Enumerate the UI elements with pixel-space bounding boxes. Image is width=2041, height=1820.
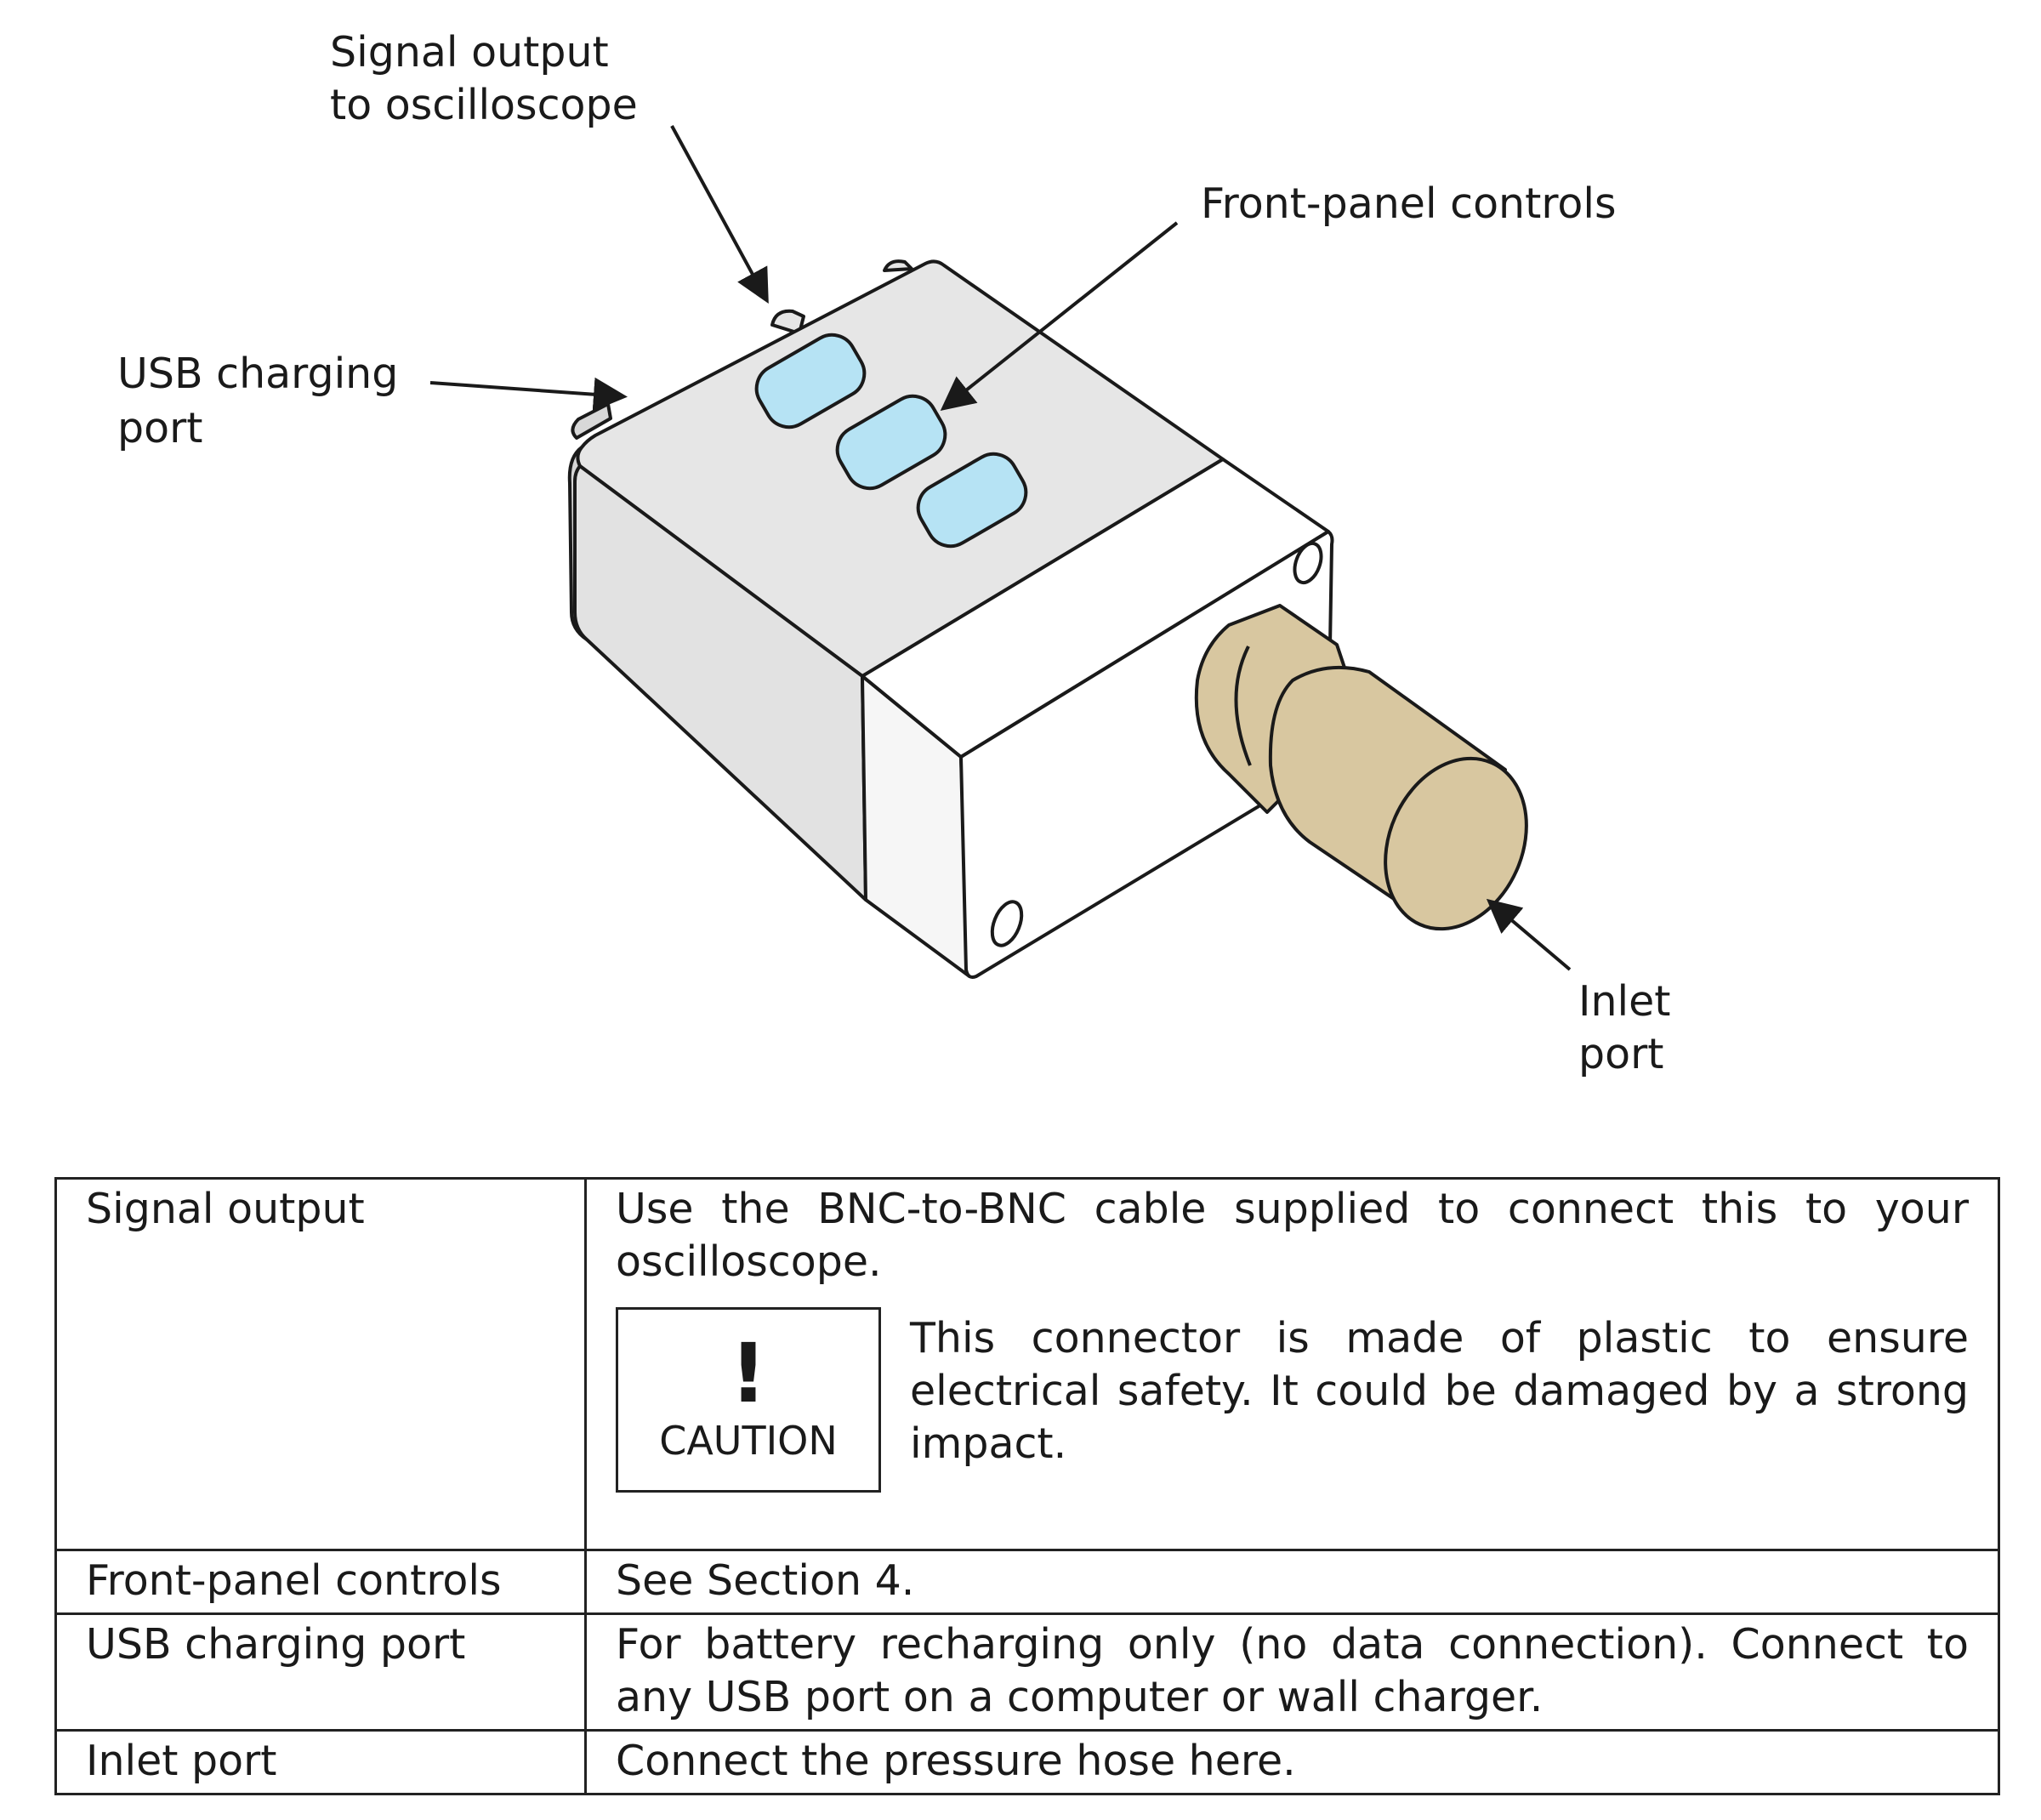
front-panel-button-1[interactable] xyxy=(748,327,873,436)
left-side-face xyxy=(573,464,867,901)
front-panel-button-3[interactable] xyxy=(909,446,1034,555)
component-name: Inlet port xyxy=(54,1729,587,1795)
rear-knob xyxy=(883,259,913,272)
component-name: USB charging port xyxy=(54,1612,587,1732)
screw-hole-lower xyxy=(990,900,1024,947)
table-row: Signal output Use the BNC-to-BNC cable s… xyxy=(54,1177,2000,1551)
device-body xyxy=(567,259,1334,979)
connector-nut xyxy=(1194,604,1350,814)
screw-hole-upper xyxy=(1293,541,1323,585)
front-panel-button-2[interactable] xyxy=(828,388,953,498)
caution-box: ! CAUTION xyxy=(616,1307,881,1493)
connector-nut-edge xyxy=(1234,646,1252,766)
table-row: Inlet port Connect the pressure hose her… xyxy=(54,1729,2000,1795)
label-inlet-port: Inlet port xyxy=(1578,977,1684,1078)
table-row: Front-panel controls See Section 4. xyxy=(54,1549,2000,1615)
label-usb-port: USB charging port xyxy=(117,350,412,452)
caution-notice: ! CAUTION This connector is made of plas… xyxy=(616,1307,1969,1493)
caution-text: This connector is made of plastic to ens… xyxy=(910,1314,1969,1468)
component-description: See Section 4. xyxy=(584,1549,2000,1615)
device-diagram: Signal output to oscilloscope Front-pane… xyxy=(117,28,1684,1078)
front-panel-buttons xyxy=(748,327,1034,555)
table-row: USB charging port For battery recharging… xyxy=(54,1612,2000,1732)
signal-output-knob xyxy=(770,309,805,335)
arrow-usb-port xyxy=(429,377,628,412)
component-name: Front-panel controls xyxy=(54,1549,587,1615)
arrow-front-panel xyxy=(940,221,1179,411)
callout-labels: Signal output to oscilloscope Front-pane… xyxy=(117,28,1684,1078)
component-description: Use the BNC-to-BNC cable supplied to con… xyxy=(616,1185,1969,1286)
arrow-signal-output xyxy=(670,125,769,304)
inlet-connector xyxy=(1194,604,1528,931)
connector-end-cap xyxy=(1384,756,1528,931)
component-name: Signal output xyxy=(54,1177,587,1551)
label-front-panel: Front-panel controls xyxy=(1201,179,1617,228)
component-description: For battery recharging only (no data con… xyxy=(584,1612,2000,1732)
component-description: Connect the pressure hose here. xyxy=(584,1729,2000,1795)
arrow-inlet-port xyxy=(1486,898,1572,971)
caution-label: CAUTION xyxy=(659,1418,838,1464)
component-table: Signal output Use the BNC-to-BNC cable s… xyxy=(54,1177,2000,1795)
exclamation-icon: ! xyxy=(730,1326,767,1421)
component-description-cell: Use the BNC-to-BNC cable supplied to con… xyxy=(584,1177,2000,1551)
label-signal-output: Signal output to oscilloscope xyxy=(330,28,638,129)
callout-arrows xyxy=(429,125,1572,971)
